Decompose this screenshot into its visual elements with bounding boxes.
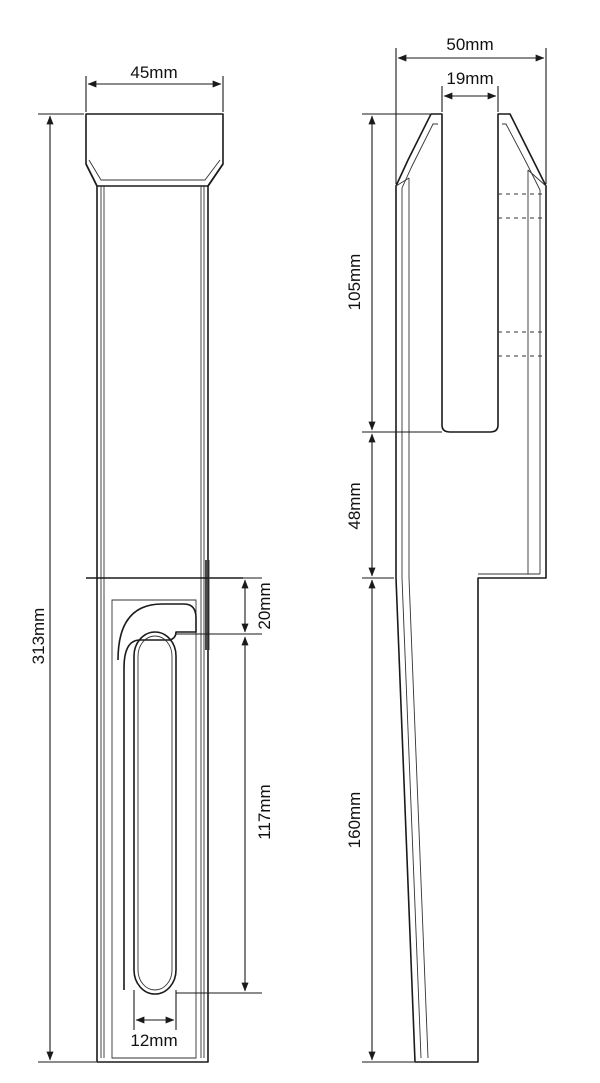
front-lower-panel	[111, 599, 197, 1059]
dim-side-width-label: 50mm	[446, 35, 493, 54]
side-lower-taper-1	[401, 577, 422, 1059]
dim-total-height-label: 313mm	[29, 608, 48, 665]
front-slot-outer	[117, 603, 197, 990]
side-left-inner	[401, 123, 438, 189]
dim-slot-length-label: 117mm	[255, 784, 274, 839]
front-outline	[85, 113, 224, 1063]
front-cap-inner-bevel	[88, 159, 221, 181]
dim-notch-depth-label: 105mm	[345, 254, 364, 311]
side-bevel-seam-left	[395, 177, 410, 187]
side-bevel-seam-right	[527, 169, 547, 187]
dim-slot-offset-label: 20mm	[255, 582, 274, 629]
dim-width-top-label: 45mm	[130, 63, 177, 82]
front-slot-oval-inner	[137, 635, 173, 991]
front-cap-bevel	[85, 163, 224, 187]
side-outline	[395, 113, 547, 1063]
front-view: 45mm 313mm 20mm 117mm 12mm	[29, 63, 274, 1063]
side-lower-taper-2	[408, 577, 429, 1059]
side-right-inner	[502, 123, 541, 574]
dim-mid-section-label: 48mm	[345, 482, 364, 529]
dim-lower-section-label: 160mm	[345, 792, 364, 849]
dim-notch-width-label: 19mm	[446, 69, 493, 88]
dim-slot-width-label: 12mm	[130, 1031, 177, 1050]
side-view: 50mm 19mm 105mm 48mm 160mm	[345, 35, 547, 1063]
front-slot-oval	[133, 631, 177, 995]
